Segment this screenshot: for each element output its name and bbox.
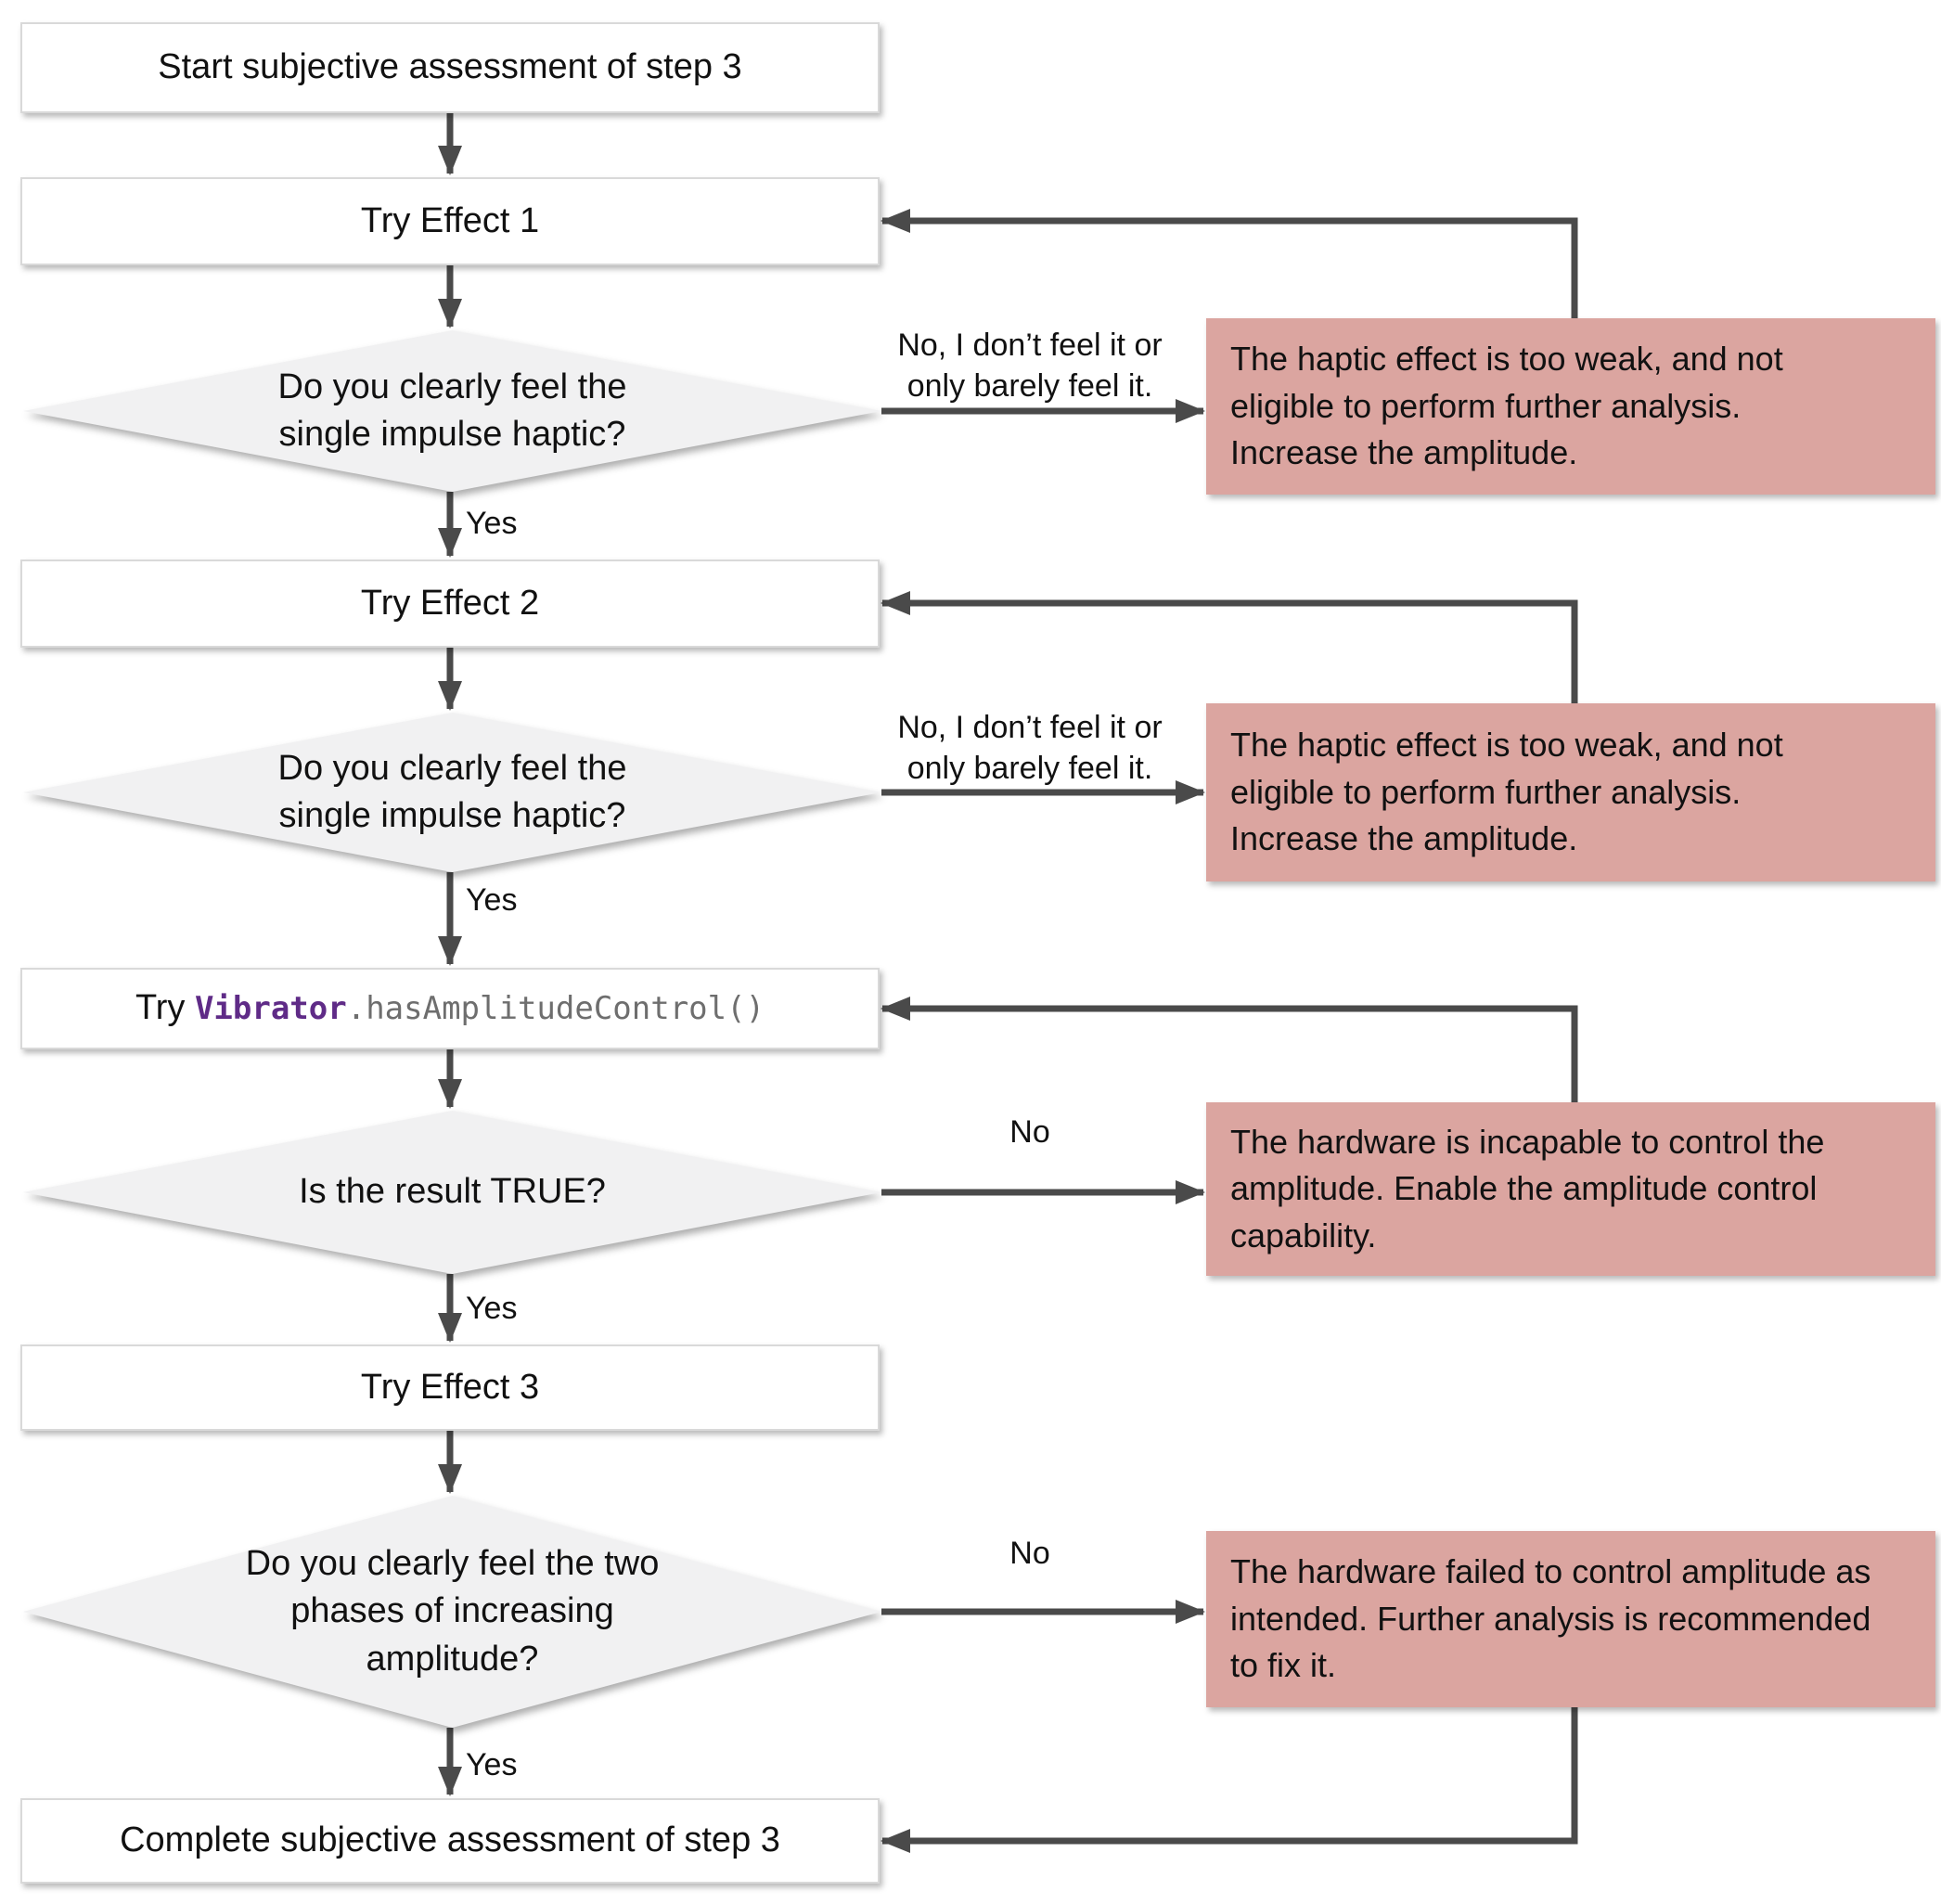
edge-label-decision4-no: No [1009, 1536, 1050, 1571]
node-error-failed-amplitude-label: The hardware failed to control amplitude… [1230, 1552, 1871, 1685]
edge-error1-back-to-try1 [881, 209, 1578, 318]
edge-label-decision2-no: No, I don’t feel it or only barely feel … [897, 710, 1163, 787]
edge-error3-back-to-code [881, 997, 1578, 1102]
edge-label-decision4-yes: Yes [466, 1747, 518, 1782]
node-decision-single-impulse-1-label: Do you clearly feel the single impulse h… [277, 367, 627, 454]
node-try-effect-1-label: Try Effect 1 [360, 200, 540, 240]
node-start-label: Start subjective assessment of step 3 [158, 47, 742, 87]
node-decision-single-impulse-2: Do you clearly feel the single impulse h… [23, 713, 881, 872]
node-error-incapable-amplitude-label: The hardware is incapable to control the… [1230, 1122, 1825, 1254]
node-try-effect-3: Try Effect 3 [20, 1344, 880, 1431]
node-try-effect-1: Try Effect 1 [20, 177, 880, 265]
node-error-failed-amplitude: The hardware failed to control amplitude… [1206, 1531, 1935, 1707]
node-code-has-amplitude-control: Try Vibrator.hasAmplitudeControl() [20, 968, 880, 1049]
node-decision-single-impulse-1: Do you clearly feel the single impulse h… [23, 330, 881, 492]
edge-error2-back-to-try2 [881, 591, 1578, 703]
node-decision-single-impulse-2-label: Do you clearly feel the single impulse h… [277, 748, 627, 835]
node-decision-two-phases-label: Do you clearly feel the two phases of in… [245, 1544, 660, 1679]
node-error-incapable-amplitude: The hardware is incapable to control the… [1206, 1102, 1935, 1276]
node-try-effect-2-label: Try Effect 2 [360, 583, 540, 623]
node-try-effect-2: Try Effect 2 [20, 560, 880, 648]
decision-diamond: Do you clearly feel the single impulse h… [23, 713, 881, 872]
edge-label-decision1-no: No, I don’t feel it or only barely feel … [897, 328, 1163, 405]
decision-diamond: Do you clearly feel the single impulse h… [23, 330, 881, 492]
edge-label-decision1-yes: Yes [466, 506, 518, 541]
edge-error4-to-complete [881, 1707, 1578, 1853]
node-error-too-weak-2: The haptic effect is too weak, and not e… [1206, 703, 1935, 881]
node-start: Start subjective assessment of step 3 [20, 22, 880, 113]
node-decision-two-phases: Do you clearly feel the two phases of in… [23, 1496, 881, 1728]
edge-label-decision3-yes: Yes [466, 1291, 518, 1326]
node-decision-result-true-label: Is the result TRUE? [299, 1172, 606, 1212]
code-line: Try Vibrator.hasAmplitudeControl() [135, 985, 765, 1031]
node-error-too-weak-2-label: The haptic effect is too weak, and not e… [1230, 726, 1783, 858]
code-class-name: Vibrator [194, 990, 347, 1028]
edge-label-decision2-yes: Yes [466, 882, 518, 918]
node-error-too-weak-1: The haptic effect is too weak, and not e… [1206, 318, 1935, 495]
node-error-too-weak-1-label: The haptic effect is too weak, and not e… [1230, 340, 1783, 472]
code-method-name: .hasAmplitudeControl() [346, 990, 765, 1028]
decision-diamond: Do you clearly feel the two phases of in… [23, 1496, 881, 1728]
node-complete: Complete subjective assessment of step 3 [20, 1798, 880, 1884]
code-prefix: Try [135, 988, 195, 1028]
decision-diamond: Is the result TRUE? [23, 1111, 881, 1274]
edge-label-decision3-no: No [1009, 1114, 1050, 1150]
node-complete-label: Complete subjective assessment of step 3 [120, 1820, 780, 1860]
node-decision-result-true: Is the result TRUE? [23, 1111, 881, 1274]
node-try-effect-3-label: Try Effect 3 [360, 1367, 540, 1407]
